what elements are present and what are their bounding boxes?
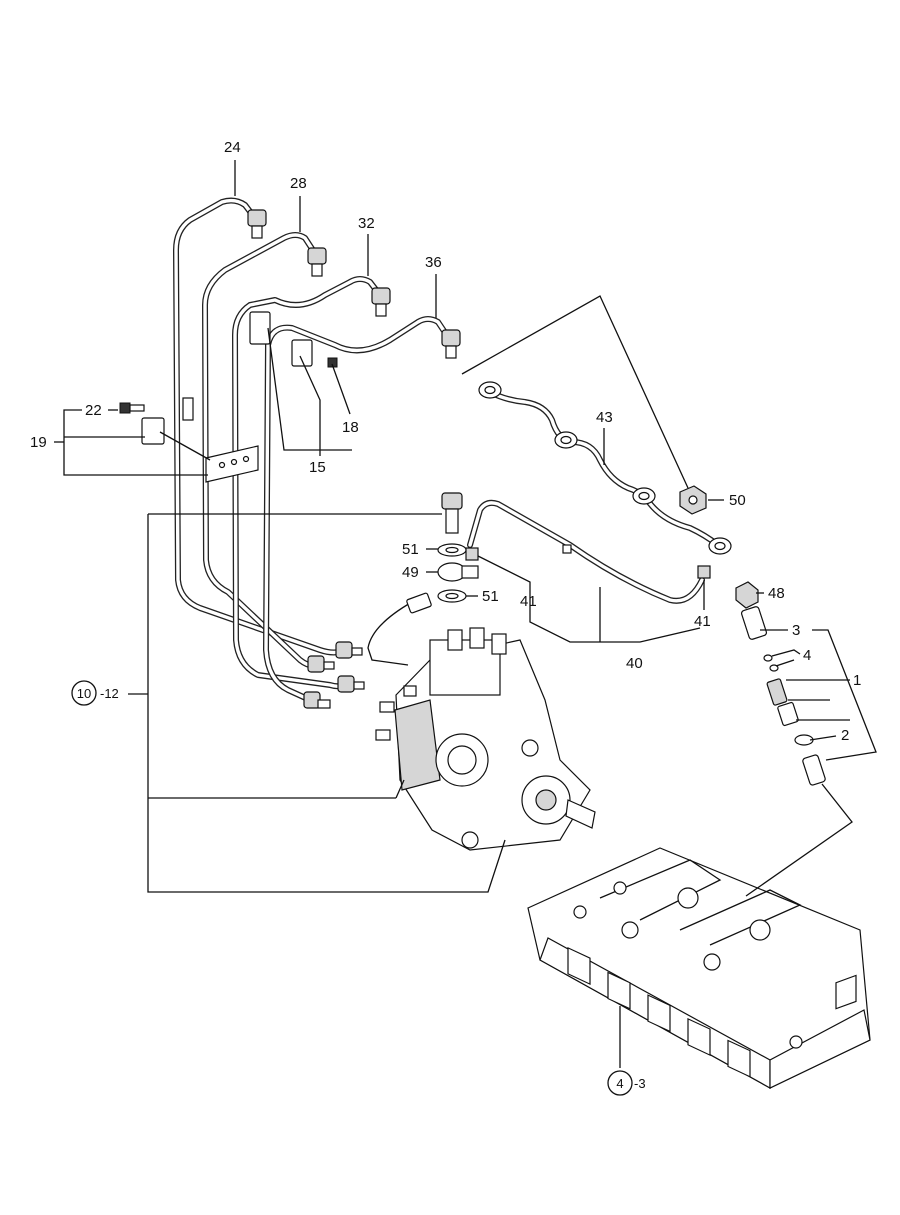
ref-pump-suffix: -12 xyxy=(100,686,119,701)
nozzle-holder xyxy=(735,581,826,786)
ref-head-suffix: -3 xyxy=(634,1076,646,1091)
pipe-nut-32 xyxy=(371,287,391,317)
label-22: 22 xyxy=(85,402,102,419)
return-pipe-40 xyxy=(465,499,711,604)
pipe-nut-24 xyxy=(247,209,267,239)
label-40: 40 xyxy=(626,655,643,672)
pipe-nut-28 xyxy=(307,247,327,277)
label-3: 3 xyxy=(792,622,800,639)
pipe-lower-nut-2 xyxy=(307,655,335,673)
label-49: 49 xyxy=(402,564,419,581)
label-18: 18 xyxy=(342,419,359,436)
leak-off-pipe-43 xyxy=(478,381,732,555)
bolt-icon xyxy=(119,402,145,414)
label-43: 43 xyxy=(596,409,613,426)
label-51-upper: 51 xyxy=(402,541,419,558)
label-50: 50 xyxy=(729,492,746,509)
label-48: 48 xyxy=(768,585,785,602)
label-41-left: 41 xyxy=(520,593,537,610)
pipe-lower-nut-3 xyxy=(337,675,365,693)
label-41-right: 41 xyxy=(694,613,711,630)
label-2: 2 xyxy=(841,727,849,744)
nut-50 xyxy=(679,485,707,515)
label-28: 28 xyxy=(290,175,307,192)
pipe-clamps xyxy=(119,311,338,483)
ref-head-group: 4 -3 xyxy=(607,1070,646,1096)
part-labels: 24 28 32 36 22 19 18 15 43 50 51 49 51 4… xyxy=(30,139,861,1096)
label-36: 36 xyxy=(425,254,442,271)
pipe-nut-36 xyxy=(441,329,461,359)
ref-pump-number: 10 xyxy=(77,686,91,701)
ref-head-number: 4 xyxy=(616,1076,623,1091)
label-32: 32 xyxy=(358,215,375,232)
label-24: 24 xyxy=(224,139,241,156)
pipe-lower-nut-1 xyxy=(335,641,363,659)
injection-pipes xyxy=(173,197,461,709)
label-51-lower: 51 xyxy=(482,588,499,605)
label-4: 4 xyxy=(803,647,811,664)
injection-pump xyxy=(367,592,596,851)
label-19: 19 xyxy=(30,434,47,451)
ref-pump-group: 10 -12 xyxy=(71,680,119,706)
cylinder-head xyxy=(527,847,871,1090)
label-15: 15 xyxy=(309,459,326,476)
banjo-group xyxy=(437,492,479,603)
pipe-lower-nut-4 xyxy=(303,691,331,709)
leader-lines xyxy=(54,160,877,1068)
label-1: 1 xyxy=(853,672,861,689)
